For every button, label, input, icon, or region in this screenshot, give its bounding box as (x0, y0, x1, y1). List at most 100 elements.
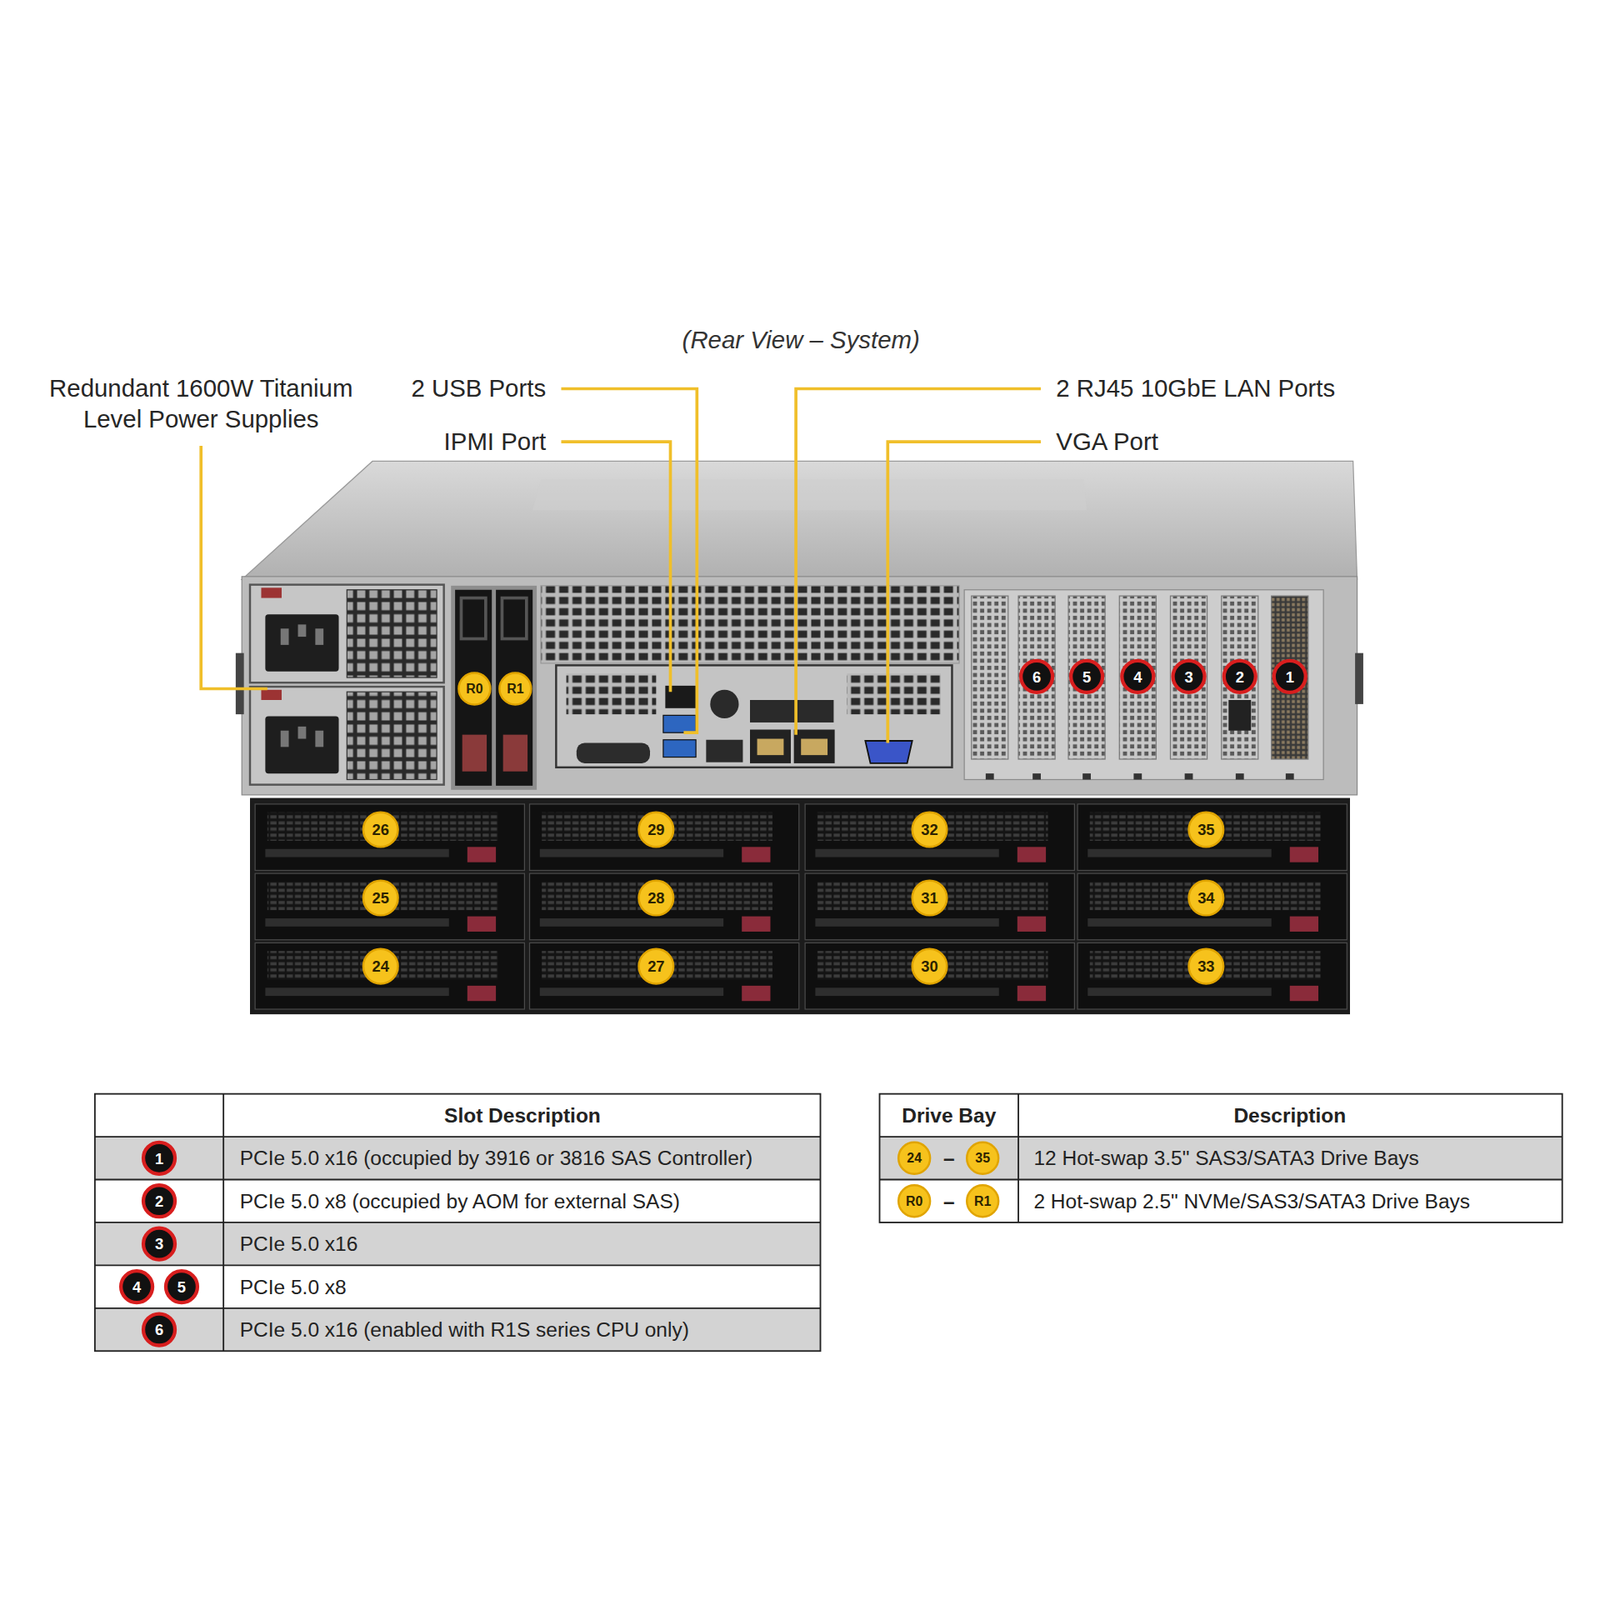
callout-number: 1 (155, 1150, 164, 1166)
red-callout-circle (1173, 660, 1205, 693)
drive-slot (495, 590, 533, 786)
yellow-callout-circle (639, 880, 675, 916)
tray-bar (1087, 918, 1271, 927)
power-supply (250, 585, 445, 684)
yellow-callout-circle (1189, 949, 1225, 985)
callout-number: 32 (920, 821, 938, 837)
red-callout-circle (143, 1228, 175, 1260)
drive-table (880, 1094, 1563, 1223)
leader-line (560, 441, 670, 692)
table-cell: PCIe 5.0 x16 (occupied by 3916 or 3816 S… (240, 1148, 753, 1169)
tray-bar (1087, 849, 1271, 858)
callout-label: 2 USB Ports (410, 376, 546, 401)
table-cell: PCIe 5.0 x16 (240, 1233, 359, 1254)
io-opening (576, 742, 650, 763)
drive-latch (462, 735, 487, 772)
slot-screw (1185, 773, 1194, 780)
callout-number: 24 (906, 1151, 922, 1165)
tray-latch (1290, 846, 1319, 862)
drive-tray (805, 804, 1075, 871)
slot-cover (971, 595, 1009, 760)
drive-tray (255, 942, 525, 1010)
tray-body (1077, 942, 1347, 1010)
yellow-callout-circle (912, 812, 948, 848)
usb-port (663, 740, 696, 758)
callout-number: 25 (372, 890, 390, 905)
tray-latch (467, 846, 496, 862)
table-header: Description (1233, 1105, 1346, 1125)
vent-grid (540, 585, 960, 664)
callout-number: 26 (372, 821, 390, 837)
drive-tray (530, 873, 800, 940)
table-cell: PCIe 5.0 x8 (240, 1276, 347, 1297)
tray-body (805, 942, 1075, 1010)
callout-number: 35 (975, 1151, 990, 1165)
callout-number: R0 (465, 682, 483, 696)
callout-number: 28 (647, 890, 665, 905)
table-cell: 12 Hot-swap 3.5" SAS3/SATA3 Drive Bays (1033, 1148, 1419, 1169)
drive-slot (455, 590, 492, 786)
chassis (95, 389, 1563, 1352)
yellow-callout-circle (912, 880, 948, 916)
tray-bar (1087, 987, 1271, 996)
slot-screw (1235, 773, 1245, 780)
drive-tray (805, 942, 1075, 1010)
tray-body (530, 804, 800, 871)
tray-bar (265, 918, 449, 927)
callout-number: 5 (1082, 669, 1091, 685)
tray-body (255, 942, 525, 1010)
table-header: Drive Bay (901, 1105, 996, 1125)
callout-number: 2 (1235, 669, 1245, 685)
callout-label: IPMI Port (444, 430, 546, 455)
lan-port (750, 730, 791, 764)
drive-tray (1077, 942, 1347, 1010)
tray-bar (815, 849, 999, 858)
leader-line (560, 389, 697, 734)
callout-number: 35 (1197, 821, 1215, 837)
red-callout-circle (143, 1185, 175, 1217)
callout-number: 34 (1197, 890, 1215, 905)
tray-latch (741, 846, 770, 862)
callout-number: 27 (647, 958, 665, 974)
slot-cover (1170, 595, 1207, 760)
callout-number: 30 (920, 958, 938, 974)
view-title: (Rear View – System) (682, 327, 920, 352)
drive-tray (530, 804, 800, 871)
leader-line (200, 445, 268, 689)
yellow-callout-circle (898, 1142, 930, 1175)
red-callout-circle (120, 1270, 153, 1303)
tray-body (255, 804, 525, 871)
slot-cover (1271, 595, 1309, 760)
io-opening (750, 700, 834, 723)
power-supply (250, 686, 445, 785)
yellow-callout-circle (1189, 880, 1225, 916)
slot-detail (501, 598, 526, 640)
tray-body (530, 873, 800, 940)
red-callout-circle (1070, 660, 1103, 693)
tray-bar (540, 918, 724, 927)
tray-body (805, 873, 1075, 940)
handle (1355, 653, 1364, 705)
table-header: Slot Description (444, 1105, 601, 1125)
io-vent (846, 673, 941, 715)
tray-body (255, 873, 525, 940)
slot-table (95, 1094, 821, 1352)
tray-latch (1017, 985, 1046, 1001)
callout-number: 4 (1133, 669, 1142, 685)
callout-number: R0 (905, 1194, 923, 1208)
callout-number: 31 (920, 890, 938, 905)
callout-number: 24 (372, 958, 390, 974)
slot-screw (1032, 773, 1041, 780)
red-callout-circle (1274, 660, 1306, 693)
sas-port (1228, 700, 1251, 731)
io-opening (705, 740, 743, 763)
table-cell: PCIe 5.0 x8 (occupied by AOM for externa… (240, 1190, 680, 1211)
tray-bar (815, 987, 999, 996)
red-callout-circle (1020, 660, 1053, 693)
vga-port (865, 740, 912, 764)
io-button (710, 690, 739, 719)
tray-bar (540, 987, 724, 996)
yellow-callout-circle (639, 812, 675, 848)
yellow-callout-circle (898, 1185, 930, 1217)
